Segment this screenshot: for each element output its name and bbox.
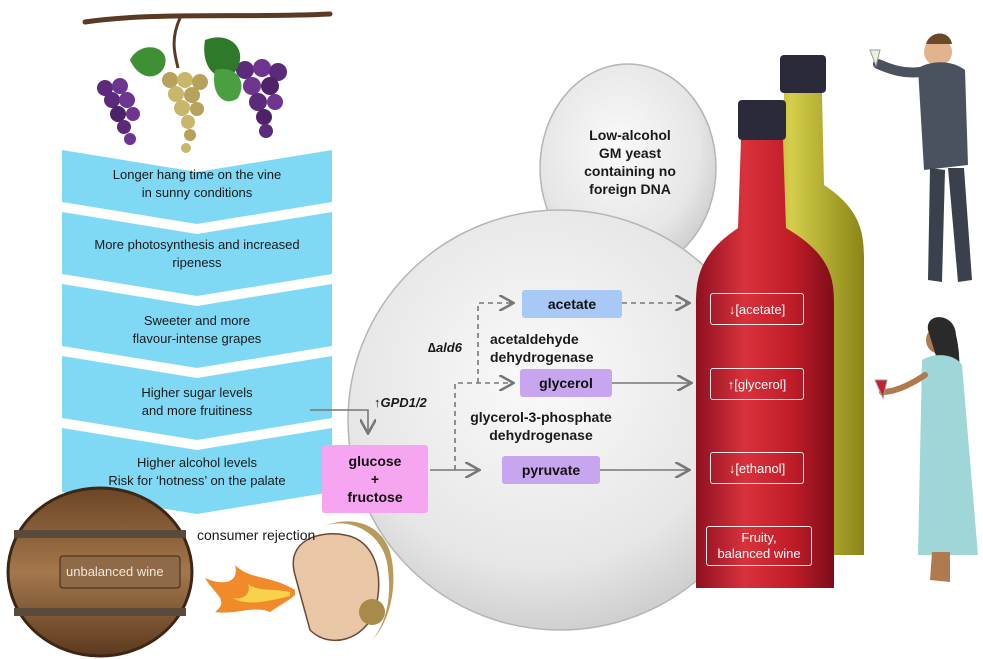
cascade-step-2-text: More photosynthesis and increased ripene… bbox=[62, 236, 332, 272]
woman-figure bbox=[875, 317, 978, 582]
cascade-step-5-text: Higher alcohol levels Risk for ‘hotness’… bbox=[62, 454, 332, 490]
cascade-step-4-text: Higher sugar levels and more fruitiness bbox=[62, 384, 332, 420]
consumer-rejection-label: consumer rejection bbox=[197, 527, 315, 543]
cascade-step-1-text: Longer hang time on the vine in sunny co… bbox=[62, 166, 332, 202]
wine-label-ethanol: ↓[ethanol] bbox=[710, 452, 804, 484]
glucose-fructose-box: glucose + fructose bbox=[322, 445, 428, 513]
yeast-title: Low-alcohol GM yeast containing no forei… bbox=[578, 126, 682, 198]
fire-breath bbox=[205, 565, 295, 613]
wine-label-result: Fruity, balanced wine bbox=[706, 526, 812, 566]
purple-grape-cluster-left bbox=[97, 78, 140, 145]
glycerol-3-phosphate-dehydrogenase-label: glycerol-3-phosphate dehydrogenase bbox=[466, 408, 616, 444]
gpd-overexpression-label: ↑GPD1/2 bbox=[374, 395, 427, 410]
wine-label-acetate: ↓[acetate] bbox=[710, 293, 804, 325]
purple-grape-cluster-right bbox=[236, 59, 287, 138]
pyruvate-box: pyruvate bbox=[502, 456, 600, 484]
grape-vine-illustration bbox=[85, 14, 330, 153]
barrel-label: unbalanced wine bbox=[66, 564, 164, 579]
man-figure bbox=[870, 34, 972, 283]
acetate-box: acetate bbox=[522, 290, 622, 318]
wine-label-glycerol: ↑[glycerol] bbox=[710, 368, 804, 400]
cascade-step-3-text: Sweeter and more flavour-intense grapes bbox=[62, 312, 332, 348]
glycerol-box: glycerol bbox=[520, 369, 612, 397]
ald6-deletion-label: ∆ald6 bbox=[428, 340, 462, 355]
acetaldehyde-dehydrogenase-label: acetaldehyde dehydrogenase bbox=[490, 330, 593, 366]
green-grape-cluster bbox=[162, 72, 208, 153]
